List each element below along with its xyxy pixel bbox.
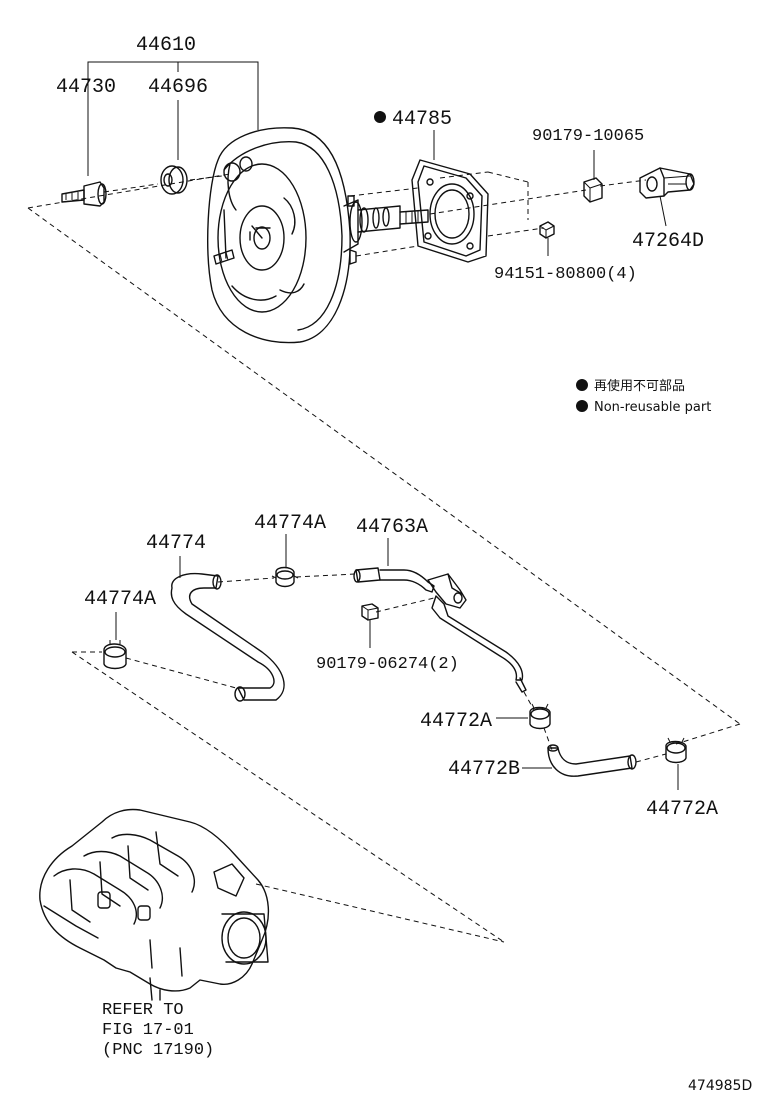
pipe-44763A: 44763A [353,516,527,693]
part-label-44772B: 44772B [448,758,520,781]
legend: 再使用不可部品 Non-reusable part [576,378,711,415]
clamp-44772A-mid: 44772A [420,703,551,733]
legend-bullet-icon [576,400,588,412]
part-label-44785: 44785 [392,108,452,131]
upper-assembly-frame [27,173,741,745]
bolt-44730: 44730 [56,76,116,207]
part-label-47264D: 47264D [632,230,704,253]
gasket-44785: 44785 [374,108,489,263]
clamp-44774A-top: 44774A [254,512,326,588]
refer-note: REFER TO FIG 17-01 (PNC 17190) [102,1001,214,1060]
part-label-44696: 44696 [148,76,208,99]
booster-dashed-lines [103,171,647,257]
part-label-90179-10065: 90179-10065 [532,127,644,146]
legend-bullet-icon [576,379,588,391]
clamp-44774A-left: 44774A [84,588,156,670]
part-label-44774A-left: 44774A [84,588,156,611]
intake-manifold [39,808,270,1001]
part-label-44730: 44730 [56,76,116,99]
nut-90179-10065: 90179-10065 [532,127,644,203]
part-label-90179-06274: 90179-06274(2) [316,655,459,674]
legend-japanese: 再使用不可部品 [594,378,685,394]
hose-dashed-lines [71,573,667,943]
bolt-90179-06274: 90179-06274(2) [316,597,459,674]
figure-id: 474985D [688,1078,752,1094]
part-label-44763A: 44763A [356,516,428,539]
label-group-44610: 44610 [87,34,259,172]
legend-english: Non-reusable part [594,400,711,415]
part-label-44774: 44774 [146,532,206,555]
grommet-44696: 44696 [148,76,208,195]
part-label-94151-80800: 94151-80800(4) [494,265,637,284]
part-label-44610: 44610 [136,34,196,57]
part-label-44772A-mid: 44772A [420,710,492,733]
refer-line-1: REFER TO [102,1001,184,1020]
refer-line-3: (PNC 17190) [102,1041,214,1060]
hose-44774: 44774 [146,532,285,702]
hose-44772B: 44772B [448,744,637,781]
non-reusable-marker [374,111,386,123]
brake-booster-44610 [207,127,429,344]
part-label-44774A-top: 44774A [254,512,326,535]
clamp-44772A-right: 44772A [646,737,718,821]
nut-94151-80800: 94151-80800(4) [494,221,637,284]
clevis-47264D: 47264D [632,167,704,253]
part-label-44772A-right: 44772A [646,798,718,821]
refer-line-2: FIG 17-01 [102,1021,194,1040]
